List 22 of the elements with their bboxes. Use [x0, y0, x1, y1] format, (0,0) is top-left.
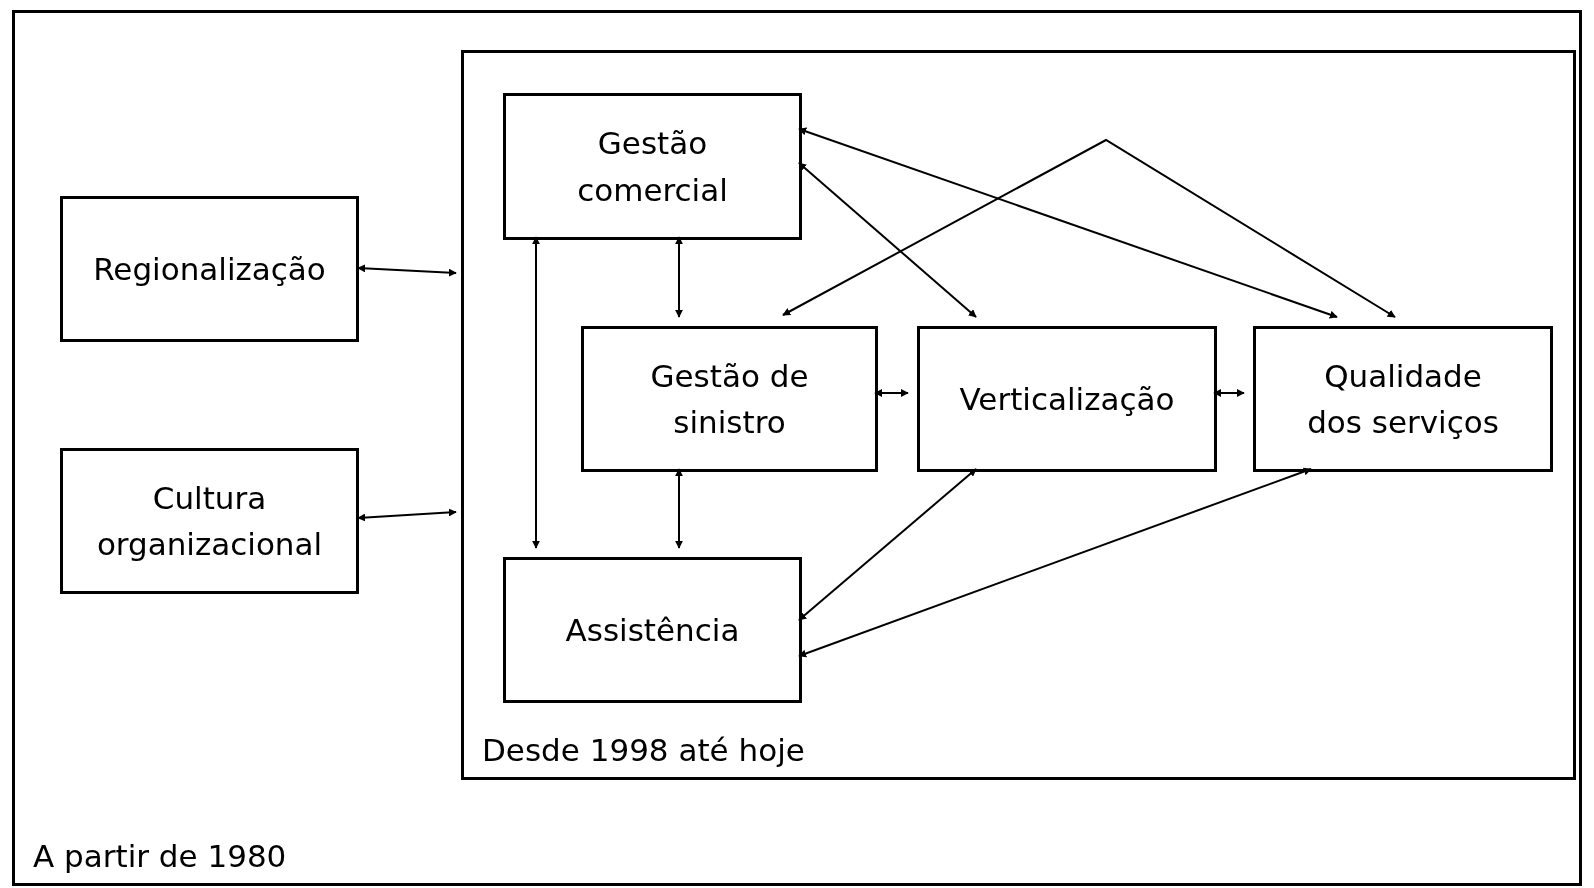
process-box [1253, 326, 1553, 472]
process-box [917, 326, 1217, 472]
process-box [60, 448, 359, 594]
process-box [60, 196, 359, 342]
period-label: Desde 1998 até hoje [482, 730, 805, 770]
period-label: A partir de 1980 [33, 836, 287, 876]
arrow [357, 508, 457, 522]
box-label: Assistência [565, 610, 740, 650]
arrow [782, 138, 1396, 318]
box-label: Verticalização [959, 379, 1175, 419]
box-label: Gestão comercial [576, 124, 729, 210]
outer-frame [12, 10, 1582, 886]
box-label: Regionalização [93, 249, 326, 289]
box-label: Cultura organizacional [96, 478, 323, 564]
arrow [798, 162, 977, 318]
process-box [581, 326, 878, 472]
group-frame [461, 50, 1576, 780]
process-box [503, 557, 802, 703]
arrow [357, 264, 457, 277]
process-box [503, 93, 802, 240]
box-label: Gestão de sinistro [649, 356, 810, 442]
box-label: Qualidade dos serviços [1306, 356, 1500, 442]
